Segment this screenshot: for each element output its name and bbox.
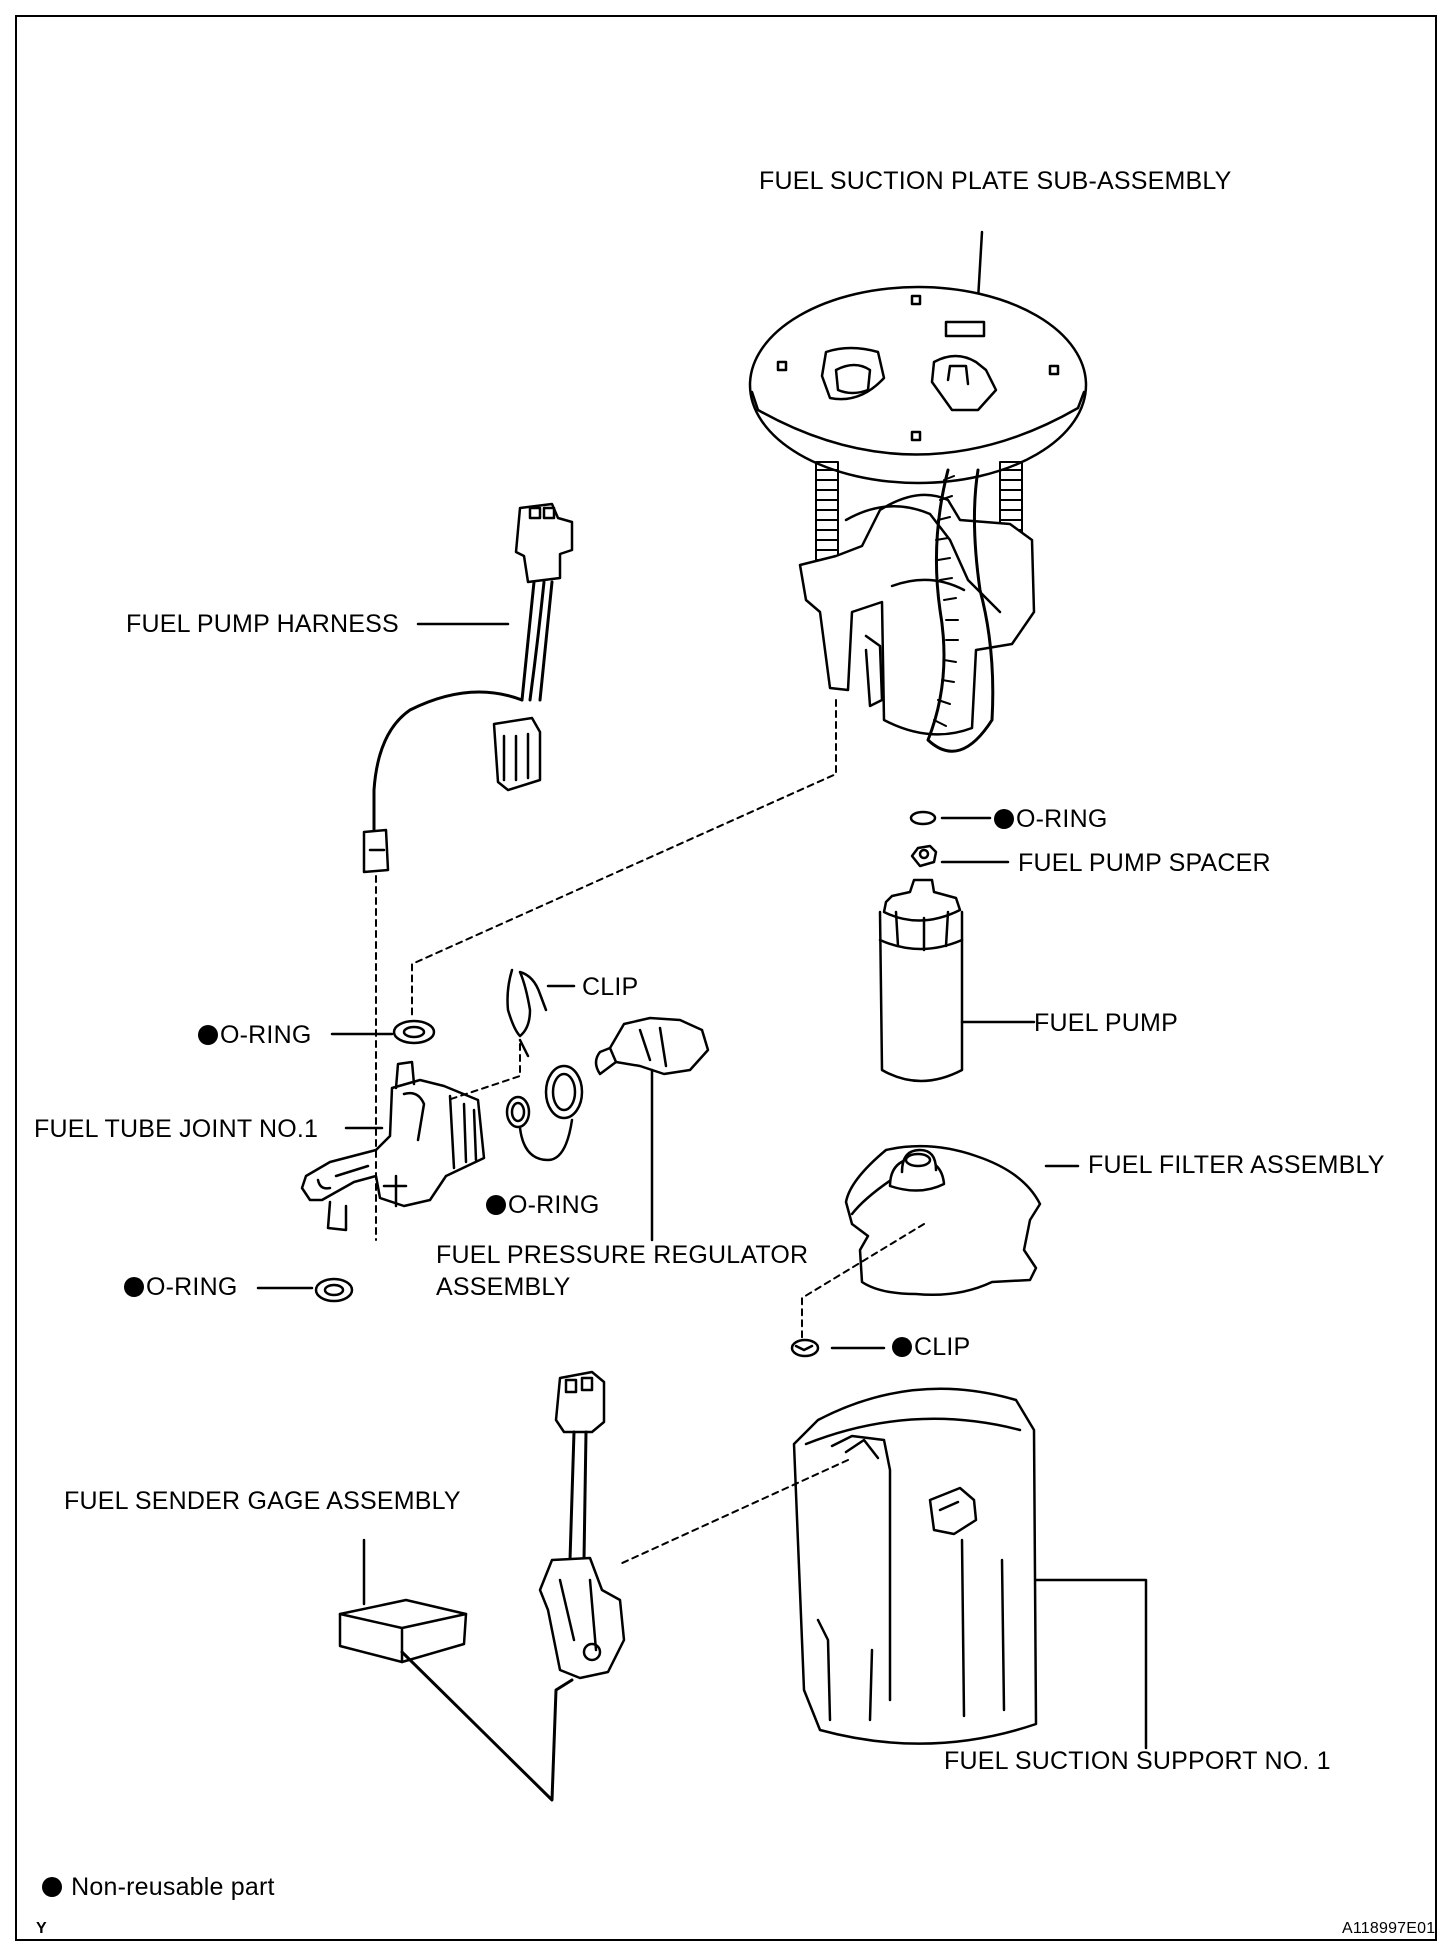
footer-code-right: A118997E01	[1342, 1920, 1436, 1937]
non-reusable-marker-icon	[892, 1337, 912, 1357]
clip-lower	[790, 1338, 886, 1358]
non-reusable-marker-icon	[198, 1025, 218, 1045]
oring-middle-pair	[505, 1064, 584, 1162]
oring-top-text: O-RING	[1016, 805, 1108, 833]
non-reusable-marker-icon	[994, 809, 1014, 829]
label-oring-top: O-RING	[994, 804, 1107, 834]
label-pump-harness: FUEL PUMP HARNESS	[126, 610, 399, 638]
legend-text: Non-reusable part	[71, 1873, 275, 1901]
label-suction-support: FUEL SUCTION SUPPORT NO. 1	[944, 1747, 1331, 1775]
label-oring-bottom: O-RING	[124, 1272, 237, 1302]
oring-mid-text: O-RING	[508, 1191, 600, 1219]
clip-upper	[506, 968, 576, 1058]
pump-oring-and-spacer	[909, 810, 1010, 868]
label-oring-left: O-RING	[198, 1020, 311, 1050]
non-reusable-marker-icon	[42, 1877, 62, 1897]
footer-code-left: Y	[36, 1920, 47, 1937]
oring-left	[330, 1019, 436, 1045]
non-reusable-marker-icon	[486, 1195, 506, 1215]
label-regulator-line2: ASSEMBLY	[436, 1273, 571, 1301]
oring-bottom-left	[256, 1277, 354, 1303]
label-tube-joint: FUEL TUBE JOINT NO.1	[34, 1115, 319, 1143]
oring-bottom-text: O-RING	[146, 1273, 238, 1301]
diagram-frame	[15, 15, 1437, 1941]
fuel-suction-support	[792, 1387, 1148, 1750]
label-regulator-line1: FUEL PRESSURE REGULATOR	[436, 1241, 809, 1269]
label-sender-gage: FUEL SENDER GAGE ASSEMBLY	[64, 1487, 461, 1515]
label-pump-spacer: FUEL PUMP SPACER	[1018, 849, 1271, 877]
non-reusable-marker-icon	[124, 1277, 144, 1297]
suction-plate-sub-assembly	[748, 230, 1088, 753]
fuel-pump-harness	[362, 502, 574, 874]
label-fuel-pump: FUEL PUMP	[1034, 1009, 1178, 1037]
fuel-pressure-regulator	[594, 1016, 710, 1242]
fuel-pump	[878, 878, 1036, 1083]
oring-left-text: O-RING	[220, 1021, 312, 1049]
fuel-filter-assembly	[844, 1144, 1080, 1297]
label-suction-plate: FUEL SUCTION PLATE SUB-ASSEMBLY	[759, 167, 1232, 195]
label-clip-top: CLIP	[582, 973, 639, 1001]
label-filter-assembly: FUEL FILTER ASSEMBLY	[1088, 1151, 1385, 1179]
label-clip-bottom: CLIP	[892, 1332, 970, 1362]
clip-bottom-text: CLIP	[914, 1333, 971, 1361]
fuel-tube-joint	[300, 1060, 486, 1232]
fuel-sender-gage-assembly	[338, 1370, 626, 1802]
legend: Non-reusable part	[42, 1872, 275, 1902]
assembly-guide-lines	[375, 699, 925, 1565]
label-oring-mid: O-RING	[486, 1190, 599, 1220]
